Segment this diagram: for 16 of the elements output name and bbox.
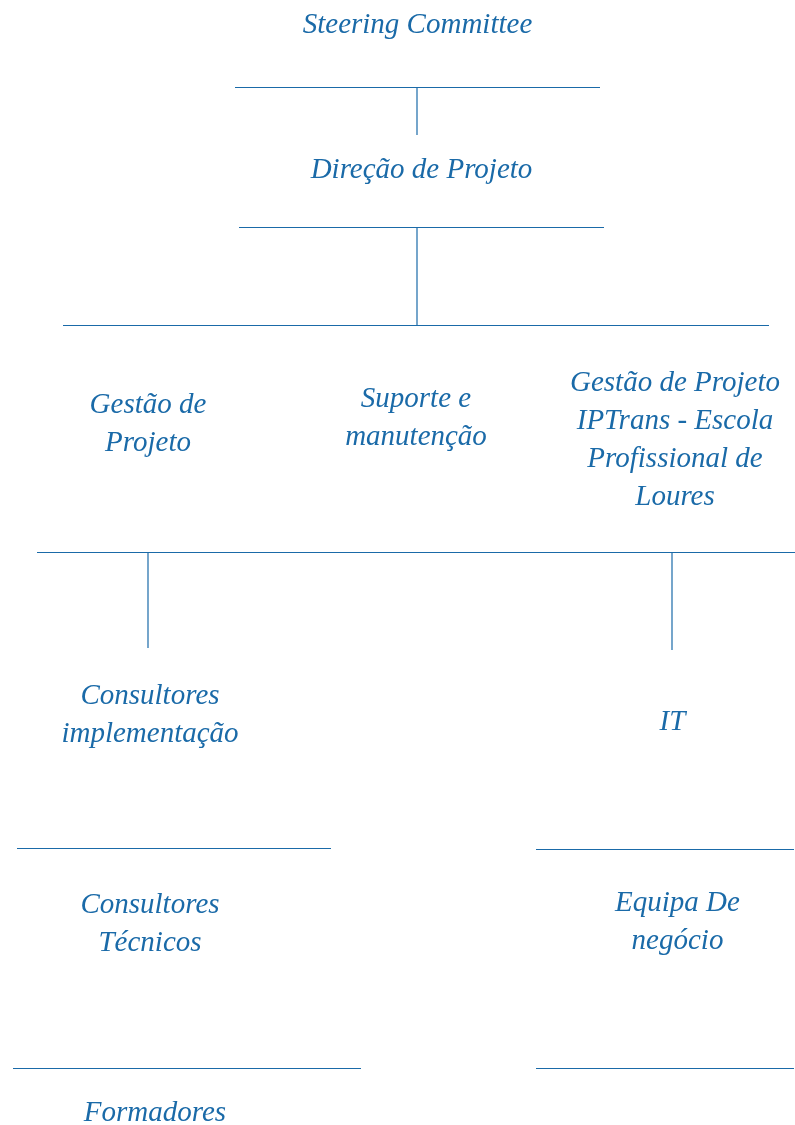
unit-name: Consultores Técnicos — [79, 886, 221, 959]
unit-name: Suporte e manutenção — [344, 380, 488, 453]
connector-line — [671, 552, 673, 651]
unit-name: Formadores — [82, 1094, 228, 1125]
unit-name: Gestão de Projeto IPTrans - Escola Profissional de Loures — [569, 364, 781, 513]
bar-line — [37, 552, 795, 553]
unit-name: Consultores implementação — [60, 677, 240, 750]
unit-name: Equipa De negócio — [613, 884, 741, 957]
unit-name: IT — [658, 703, 688, 738]
connector-line — [147, 552, 149, 649]
bar-line — [63, 325, 769, 326]
unit-name: Steering Committee — [301, 6, 534, 41]
connector-line — [416, 227, 418, 326]
unit-name: Gestão de Projeto — [88, 386, 208, 459]
connector-line — [416, 87, 418, 136]
unit-name: Direção de Projeto — [309, 151, 534, 186]
